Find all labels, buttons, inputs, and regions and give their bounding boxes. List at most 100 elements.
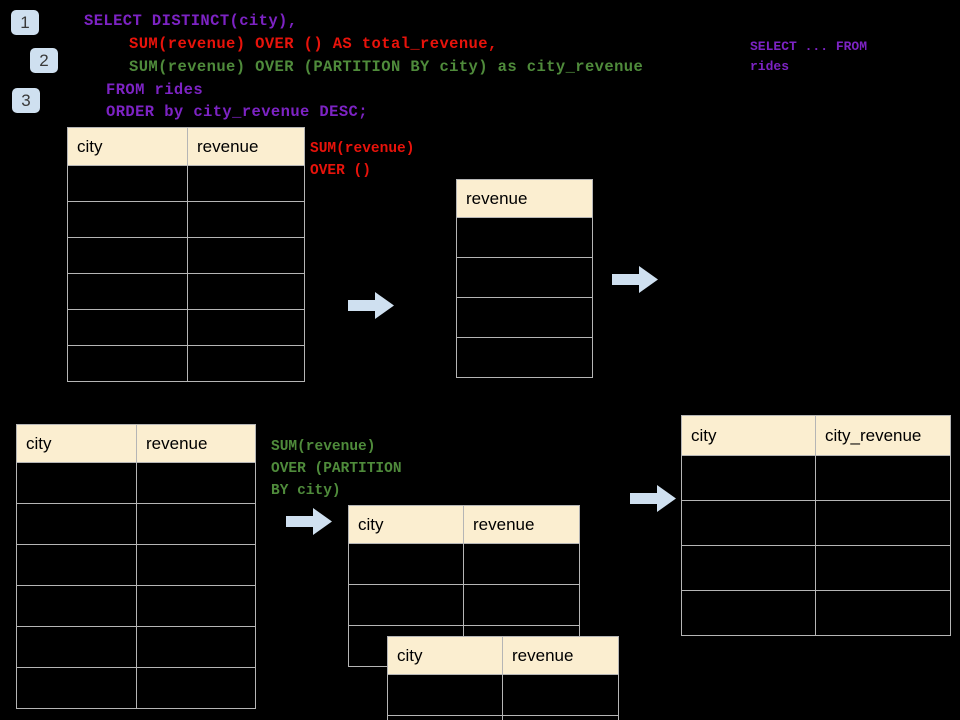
column-header-city: city bbox=[348, 505, 464, 544]
anno-select-from-rides: SELECT ... FROM rides bbox=[750, 39, 868, 74]
sql-line-1: SELECT DISTINCT(city), bbox=[84, 12, 298, 30]
table-cell bbox=[16, 667, 137, 709]
table-cell bbox=[187, 165, 305, 202]
column-header-revenue: revenue bbox=[456, 179, 593, 218]
table-cell bbox=[16, 503, 137, 545]
table-row bbox=[67, 345, 305, 382]
table-header-row: revenue bbox=[456, 179, 593, 218]
table-cell bbox=[136, 585, 256, 627]
table-cell bbox=[815, 500, 951, 546]
table-cell bbox=[136, 667, 256, 709]
table-cell bbox=[502, 715, 619, 720]
anno-sum-over-empty: SUM(revenue) OVER () bbox=[310, 141, 415, 179]
table-row bbox=[16, 667, 256, 709]
sql-line-5: ORDER by city_revenue DESC; bbox=[106, 103, 368, 121]
table-cell bbox=[67, 345, 188, 382]
table-cell bbox=[456, 297, 593, 338]
table-cell bbox=[16, 462, 137, 504]
table-cell bbox=[67, 165, 188, 202]
table-cell bbox=[463, 543, 580, 585]
arrow-total-to-result bbox=[612, 266, 658, 298]
table-cell bbox=[16, 544, 137, 586]
table-cell bbox=[681, 545, 816, 591]
table-cell bbox=[16, 585, 137, 627]
table-cell bbox=[348, 584, 464, 626]
table-cell bbox=[456, 337, 593, 378]
table-cell bbox=[456, 217, 593, 258]
table-cell bbox=[136, 503, 256, 545]
table-cell bbox=[681, 590, 816, 636]
table-cell bbox=[387, 715, 503, 720]
table-row bbox=[681, 590, 951, 636]
table-cell bbox=[187, 345, 305, 382]
table-row bbox=[387, 715, 619, 720]
table-row bbox=[67, 273, 305, 310]
column-header-revenue: revenue bbox=[463, 505, 580, 544]
table-cell bbox=[187, 309, 305, 346]
table-cell bbox=[456, 257, 593, 298]
table-row bbox=[456, 297, 593, 338]
table-row bbox=[16, 503, 256, 545]
arrow-right-icon bbox=[348, 292, 394, 319]
table-row bbox=[16, 462, 256, 504]
table-row bbox=[16, 585, 256, 627]
table-row bbox=[387, 674, 619, 716]
table-cell bbox=[67, 237, 188, 274]
table-row bbox=[456, 337, 593, 378]
column-header-city: city bbox=[16, 424, 137, 463]
column-header-city_revenue: city_revenue bbox=[815, 415, 951, 456]
table-row bbox=[16, 544, 256, 586]
column-header-revenue: revenue bbox=[187, 127, 305, 166]
table-cell bbox=[187, 201, 305, 238]
sql-line-3: SUM(revenue) OVER (PARTITION BY city) as… bbox=[129, 58, 644, 76]
table-row bbox=[16, 626, 256, 668]
table-row bbox=[681, 545, 951, 591]
table-row bbox=[348, 584, 580, 626]
table-cell bbox=[136, 544, 256, 586]
table-cell bbox=[387, 674, 503, 716]
table-cell bbox=[502, 674, 619, 716]
table-cell bbox=[348, 543, 464, 585]
sql-line-4: FROM rides bbox=[106, 81, 204, 99]
step-badge-2: 2 bbox=[30, 48, 58, 73]
table-cell bbox=[136, 626, 256, 668]
arrow-source-to-total bbox=[348, 292, 394, 324]
table-row bbox=[681, 500, 951, 546]
table-row bbox=[67, 165, 305, 202]
column-header-city: city bbox=[387, 636, 503, 675]
table-cell bbox=[136, 462, 256, 504]
arrow-source-to-partition bbox=[286, 508, 332, 540]
table-cell bbox=[67, 273, 188, 310]
table-row bbox=[67, 237, 305, 274]
anno-sum-over-partition: SUM(revenue) OVER (PARTITION BY city) bbox=[271, 439, 402, 499]
table-row bbox=[67, 309, 305, 346]
table-cell bbox=[67, 201, 188, 238]
column-header-city: city bbox=[681, 415, 816, 456]
table-row bbox=[681, 455, 951, 501]
column-header-revenue: revenue bbox=[136, 424, 256, 463]
table-total-revenue: revenue bbox=[456, 179, 593, 378]
table-row bbox=[456, 217, 593, 258]
table-row bbox=[67, 201, 305, 238]
table-cell bbox=[681, 500, 816, 546]
table-cell bbox=[815, 590, 951, 636]
column-header-revenue: revenue bbox=[502, 636, 619, 675]
sql-line-2: SUM(revenue) OVER () AS total_revenue, bbox=[129, 35, 498, 53]
arrow-partition-to-result bbox=[630, 485, 676, 517]
arrow-right-icon bbox=[286, 508, 332, 535]
table-cell bbox=[463, 584, 580, 626]
table-cell bbox=[187, 237, 305, 274]
table-cell bbox=[16, 626, 137, 668]
arrow-right-icon bbox=[630, 485, 676, 512]
table-cell bbox=[187, 273, 305, 310]
step-badge-1: 1 bbox=[11, 10, 39, 35]
